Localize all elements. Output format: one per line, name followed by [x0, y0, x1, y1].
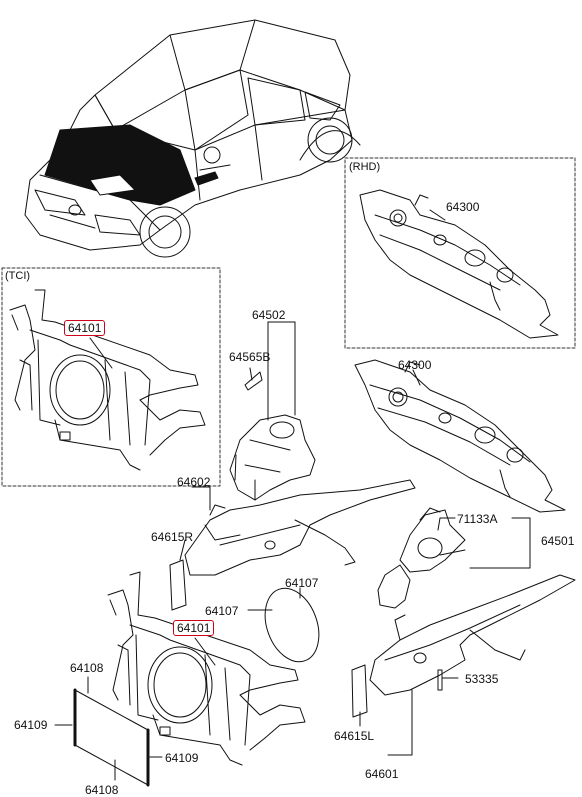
tci-dashed-box — [1, 267, 221, 487]
part-label-64501[interactable]: 64501 — [541, 534, 575, 548]
leader-64300-rhd — [429, 209, 446, 221]
part-label-64565b[interactable]: 64565B — [229, 350, 271, 364]
part-64615r-plate — [169, 559, 187, 611]
part-label-64601[interactable]: 64601 — [365, 767, 399, 781]
part-64615l-plate — [351, 664, 368, 718]
part-label-64107-b[interactable]: 64107 — [205, 604, 239, 618]
part-label-64602[interactable]: 64602 — [177, 475, 211, 489]
tci-radiator-support — [9, 289, 206, 471]
part-64107-seal — [264, 587, 320, 663]
radiator-support-64101 — [107, 571, 306, 766]
part-label-64101-tci[interactable]: 64101 — [64, 320, 106, 336]
part-53335-stud — [437, 669, 443, 691]
part-label-64300[interactable]: 64300 — [398, 358, 432, 372]
part-64108-air-guard — [74, 689, 149, 786]
leader-64602 — [191, 486, 211, 511]
part-label-71133a[interactable]: 71133A — [457, 512, 498, 526]
part-label-64615r[interactable]: 64615R — [151, 530, 194, 544]
leader-64601 — [387, 689, 413, 756]
rhd-dashed-box — [344, 157, 576, 349]
rhd-section-label: (RHD) — [349, 161, 381, 173]
leader-64502 — [267, 321, 296, 416]
part-label-64108-bottom[interactable]: 64108 — [85, 783, 119, 797]
part-label-64107-a[interactable]: 64107 — [285, 576, 319, 590]
part-label-53335[interactable]: 53335 — [465, 672, 499, 686]
part-64502-bracket — [229, 371, 316, 501]
part-label-64109-left[interactable]: 64109 — [14, 718, 48, 732]
part-label-64109-right[interactable]: 64109 — [165, 751, 199, 765]
leader-64300 — [412, 369, 421, 386]
leader-64501 — [469, 517, 531, 569]
part-label-64108-top[interactable]: 64108 — [70, 661, 104, 675]
rhd-dash-panel — [359, 189, 559, 339]
leader-64565b — [249, 367, 253, 381]
part-64602-member — [184, 479, 416, 576]
car-illustration — [24, 19, 361, 258]
part-64601-member — [369, 574, 576, 696]
part-label-64502[interactable]: 64502 — [252, 308, 286, 322]
leader-64101-tci — [89, 337, 113, 369]
leader-64101 — [194, 637, 216, 666]
part-64501-member — [377, 507, 466, 609]
leader-64615r — [179, 539, 186, 561]
part-label-64300-rhd[interactable]: 64300 — [446, 200, 480, 214]
part-label-64615l[interactable]: 64615L — [334, 729, 375, 743]
tci-section-label: (TCI) — [5, 270, 31, 282]
part-label-64101[interactable]: 64101 — [173, 620, 215, 636]
leader-71133a — [437, 517, 456, 531]
dash-panel — [354, 359, 566, 513]
